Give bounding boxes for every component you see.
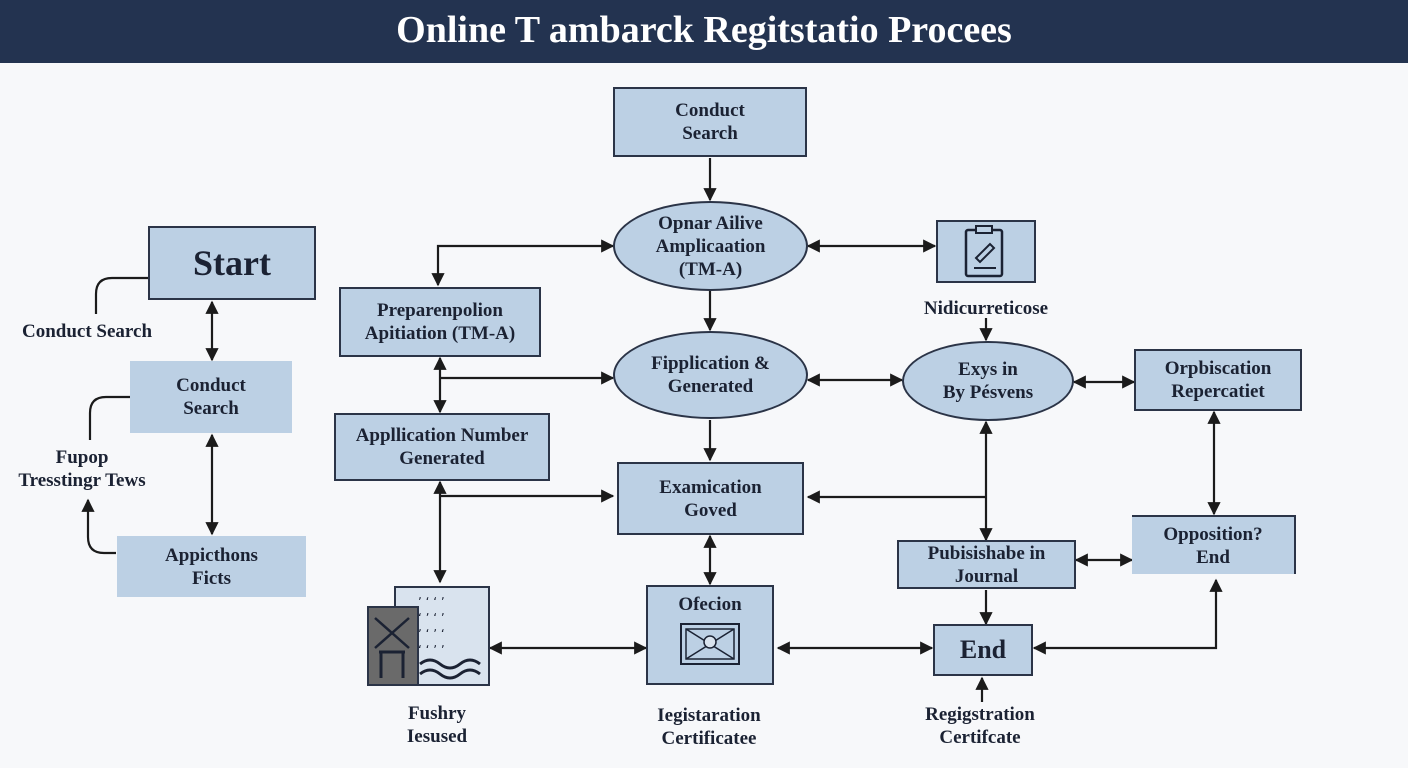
certificate-icon <box>680 623 740 665</box>
opposition-node: Opposition?End <box>1132 515 1296 574</box>
ofecion-node: Ofecion <box>646 585 774 685</box>
svg-text:ʻ ʻ ʼ ʼ: ʻ ʻ ʼ ʼ <box>418 643 445 657</box>
end-node: End <box>933 624 1033 676</box>
start-node: Start <box>148 226 316 300</box>
svg-text:ʼ ʻ ʻ ʼ: ʼ ʻ ʻ ʼ <box>418 595 445 609</box>
clipboard-icon <box>936 220 1036 283</box>
svg-text:ʼ ʻ ʼ ʻ: ʼ ʻ ʼ ʻ <box>418 627 445 641</box>
page-title: Online T ambarck Regitstatio Procees <box>0 0 1408 63</box>
svg-text:ʻ ʼ ʻ ʼ: ʻ ʼ ʻ ʼ <box>418 611 445 625</box>
fipplication-node: Fipplication &Generated <box>613 331 808 419</box>
conduct-search-label: Conduct Search <box>22 321 153 342</box>
gazette-stand-icon <box>367 606 419 686</box>
nidicurreticose-label: Nidicurreticose <box>923 298 1049 319</box>
